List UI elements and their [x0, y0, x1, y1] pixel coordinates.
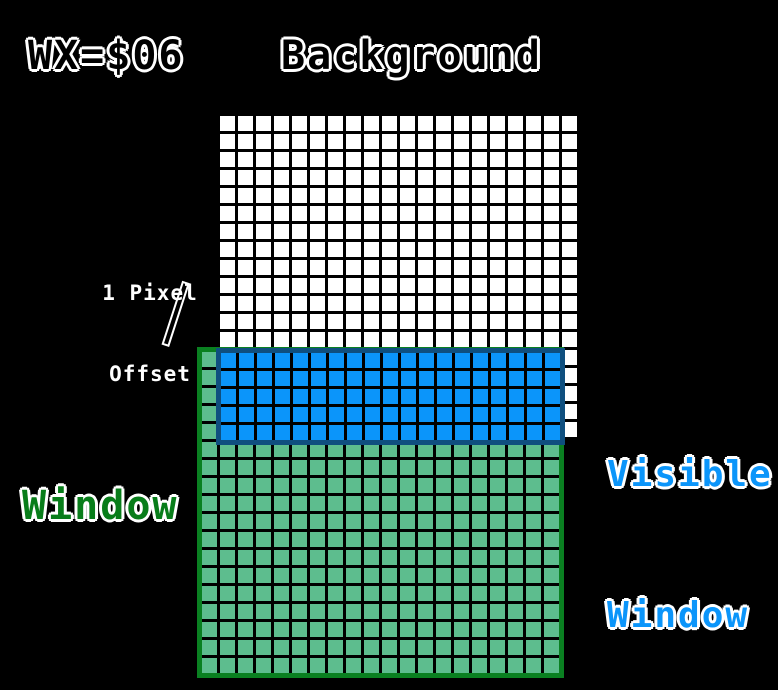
visible-window-pixel-grid [216, 348, 565, 445]
background-title: Background [281, 33, 542, 79]
window-label: Window [22, 483, 179, 529]
offset-label-line1: 1 Pixel [102, 281, 198, 305]
one-pixel-offset-label: 1 Pixel Offset [94, 226, 206, 442]
wx-register-title: WX=$06 [28, 33, 185, 79]
offset-label-line2: Offset [109, 362, 191, 386]
visible-window-label-line2: Window [607, 595, 750, 636]
visible-window-label: Visible Window [607, 357, 773, 690]
visible-window-label-line1: Visible [607, 454, 773, 495]
